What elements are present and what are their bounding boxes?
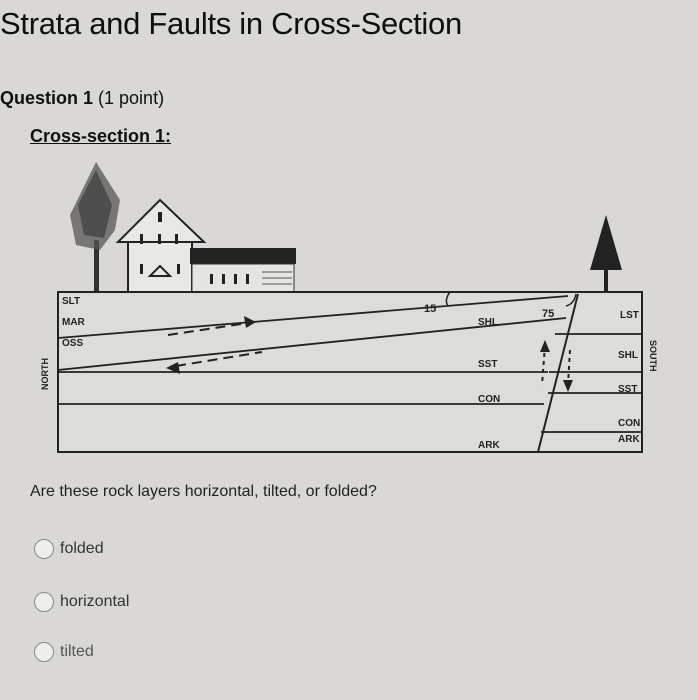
north-label: NORTH	[40, 358, 50, 390]
label-ark-mid: ARK	[478, 440, 500, 451]
option-label-folded: folded	[60, 540, 104, 557]
label-sst-mid: SST	[478, 359, 497, 370]
south-label: SOUTH	[648, 340, 658, 372]
cross-section-figure: SLT MAR OSS SHL SST CON ARK LST SHL SST …	[0, 150, 698, 480]
label-sst-right: SST	[618, 384, 637, 395]
fault-arrow-head-up	[540, 340, 550, 352]
option-horizontal[interactable]: horizontal	[34, 592, 129, 612]
radio-button-tilted[interactable]	[34, 642, 54, 662]
question-prompt: Are these rock layers horizontal, tilted…	[30, 483, 377, 500]
radio-button-folded[interactable]	[34, 539, 54, 559]
label-shl-right: SHL	[618, 350, 638, 361]
question-heading: Question 1 (1 point)	[0, 88, 164, 109]
label-slt: SLT	[62, 296, 80, 307]
cross-section-label: Cross-section 1:	[30, 126, 172, 146]
question-points: (1 point)	[98, 88, 165, 108]
fault-line	[537, 293, 579, 453]
label-lst-right: LST	[620, 310, 639, 321]
tree-icon-right	[590, 215, 622, 292]
layer-lines	[58, 333, 642, 433]
option-label-tilted: tilted	[60, 643, 94, 660]
radio-button-horizontal[interactable]	[34, 592, 54, 612]
tree-icon-left	[70, 162, 120, 292]
fault-arrow-head-down	[563, 380, 573, 392]
label-con-mid: CON	[478, 394, 500, 405]
fault-arrow-down-icon	[567, 349, 571, 386]
page-title: Strata and Faults in Cross-Section	[0, 6, 462, 41]
label-con-right: CON	[618, 418, 640, 429]
cross-section-diagram: SLT MAR OSS SHL SST CON ARK LST SHL SST …	[40, 162, 658, 453]
arrow-left-head	[166, 362, 180, 374]
fault-arrow-up-icon	[541, 344, 546, 386]
option-tilted[interactable]: tilted	[34, 642, 94, 662]
angle-label-75: 75	[542, 308, 554, 320]
angle-arc-right	[565, 293, 577, 307]
question-number: Question 1	[0, 88, 94, 108]
arrow-left-icon	[175, 351, 263, 367]
option-label-horizontal: horizontal	[60, 593, 130, 610]
angle-arc-left	[445, 291, 451, 307]
label-shl-mid: SHL	[478, 317, 498, 328]
arrow-right-icon	[167, 322, 249, 336]
label-oss: OSS	[62, 338, 83, 349]
label-mar: MAR	[62, 317, 86, 328]
option-folded[interactable]: folded	[34, 539, 104, 559]
label-ark-right: ARK	[618, 434, 640, 445]
tilted-layer-lines	[57, 295, 569, 371]
house-icon	[115, 198, 296, 293]
arrow-right-head	[244, 316, 256, 328]
angle-label-15: 15	[424, 303, 436, 315]
